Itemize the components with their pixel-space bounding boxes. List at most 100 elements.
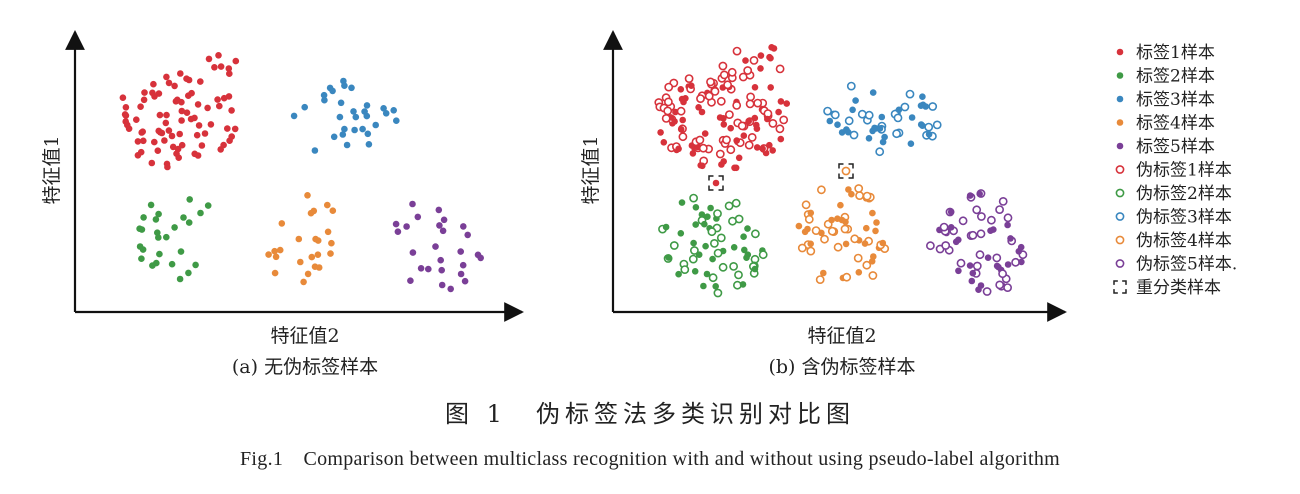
panel-b-class2-point [691, 268, 699, 275]
panel-a-class3-point [359, 125, 366, 133]
panel-a-class1-point [150, 80, 157, 88]
panel-b-class1-pseudo-point [775, 124, 785, 134]
panel-a-class1-point [183, 109, 191, 116]
panel-a-class1-point [119, 94, 127, 101]
panel-b-class2-point [704, 213, 711, 220]
panel-b-class5-point [1018, 258, 1025, 266]
panel-a-class2-point [155, 234, 162, 241]
panel-b-class4-pseudo-point [827, 226, 837, 236]
panel-a-class1-point [178, 107, 186, 115]
legend: 标签1样本标签2样本标签3样本标签4样本标签5样本伪标签1样本伪标签2样本伪标签… [1113, 43, 1237, 298]
panel-b-class2-point [665, 254, 672, 261]
panel-b-points [654, 44, 1028, 298]
panel-a-class4-point [308, 253, 316, 261]
panel-b-class4-point [873, 219, 880, 226]
panel-b-class3-pseudo-point [928, 102, 938, 111]
panel-b-class3-point [876, 125, 884, 132]
panel-b-class4-point [861, 240, 869, 247]
legend-marker-4 [1116, 119, 1124, 126]
panel-b-class2-pseudo-point [718, 262, 728, 272]
panel-a-class1-point [187, 115, 195, 123]
panel-b-class4-point [842, 240, 850, 248]
panel-b-class4-pseudo-point [797, 243, 807, 253]
panel-b-class2-pseudo-point [707, 227, 717, 237]
panel-a-class2-point [177, 248, 185, 255]
panel-b-class3-point [879, 138, 887, 146]
panel-b-class4-pseudo-point [820, 234, 829, 244]
panel-a-class1-point [164, 163, 171, 171]
panel-b-class1-point [698, 108, 706, 116]
panel-a-class3-point [290, 112, 298, 120]
legend-marker-6 [1115, 165, 1125, 174]
panel-a-class1-point [149, 89, 156, 97]
panel-b-class1-point [677, 86, 685, 93]
panel-b-class4-point [855, 269, 863, 276]
panel-b-class1-point [753, 121, 760, 129]
panel-b-class3-point [865, 135, 873, 142]
panel-a-class4-point [297, 258, 304, 266]
panel-b-class1-pseudo-point [710, 87, 720, 96]
panel-a-class2-point [176, 275, 184, 283]
panel-b-class3-point [919, 101, 927, 109]
panel-b-class1-pseudo-point [663, 106, 673, 116]
panel-b-reclassified-marker [708, 175, 724, 191]
panel-b-class5-point [1004, 221, 1011, 229]
panel-a-class3-point [329, 87, 336, 95]
legend-label-10: 伪标签5样本. [1136, 255, 1237, 275]
legend-marker-10 [1115, 259, 1125, 268]
panel-a-class3-point [372, 121, 380, 129]
panel-b-class4-point [868, 258, 876, 265]
panel-b-class2-point [730, 244, 738, 251]
panel-b-class1-point [753, 144, 761, 151]
panel-a-class5-point [425, 265, 432, 273]
panel-b-class1-point [720, 158, 727, 165]
panel-b-class2-pseudo-point [734, 270, 743, 280]
panel-a-class5-point [392, 220, 400, 228]
panel-a-class2-point [168, 260, 176, 268]
legend-marker-7 [1115, 188, 1125, 198]
panel-b-class2-point [677, 230, 685, 237]
panel-a-class1-point [137, 148, 145, 156]
panel-b-class3-point [826, 117, 834, 125]
panel-a-class5-point [464, 231, 472, 239]
panel-a-class3-point [352, 113, 360, 121]
panel-b-class2-pseudo-point [731, 198, 741, 208]
panel-a-class1-point [214, 96, 221, 103]
panel-b-class2-pseudo-point [724, 201, 734, 211]
panel-b-class1-pseudo-point [768, 119, 778, 128]
panel-b-class4-pseudo-point [801, 200, 811, 210]
panel-a-class3-point [330, 133, 338, 141]
panel-b-class4-point [872, 227, 879, 235]
panel-b-class5-pseudo-point [939, 222, 949, 232]
panel-b-class5-point [968, 277, 976, 285]
panel-b-class3-pseudo-point [924, 122, 934, 132]
panel-b-class3-point [869, 89, 877, 96]
panel-b-class3-pseudo-point [857, 109, 867, 119]
panel-b-class2-point [698, 211, 706, 218]
panel-b-class1-pseudo-point [747, 132, 757, 142]
panel-a-class5-point [457, 248, 465, 255]
panel-a-class1-point [183, 75, 190, 82]
panel-b-class3-pseudo-point [823, 106, 832, 116]
panel-a-class1-point [141, 89, 148, 96]
panel-a-class1-point [165, 79, 173, 87]
panel-b-class5-pseudo-point [995, 205, 1004, 214]
panel-b-class2-point [741, 246, 748, 254]
panel-a-class2-point [186, 196, 193, 203]
panel-b-class1-pseudo-point [716, 96, 726, 106]
panel-b-reclassified-point [841, 166, 851, 176]
panel-a-class1-point [137, 103, 144, 110]
legend-label-8: 伪标签3样本 [1136, 208, 1232, 228]
panel-a-class1-point [225, 93, 233, 100]
panel-a-class4-point [327, 250, 334, 257]
panel-a-class5-point [457, 270, 465, 278]
panel-b-class1-point [770, 45, 778, 52]
panel-a-class1-point [228, 107, 235, 114]
panel-a-class1-point [151, 138, 158, 146]
panel-b-class1-point [766, 141, 773, 149]
panel-b-class4-pseudo-point [840, 224, 850, 234]
panel-b-class5-pseudo-point [975, 250, 985, 260]
panel-a-class1-point [148, 159, 156, 167]
panel-b-class5-pseudo-point [972, 205, 982, 215]
panel-a-class2-point [139, 246, 147, 253]
